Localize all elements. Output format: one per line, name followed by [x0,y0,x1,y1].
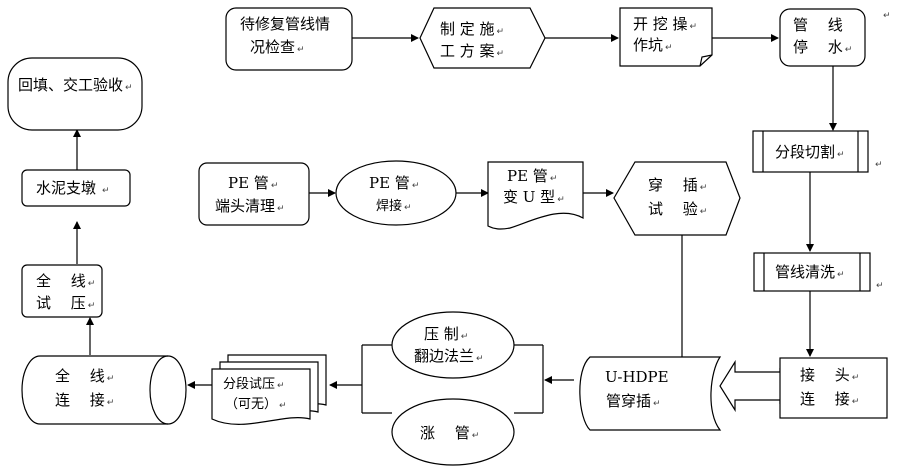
node-pe-u: PE 管↵ 变 U 型↵ [487,161,584,230]
node-cut: 分段切割↵ ↵ [752,130,883,173]
svg-text:↵: ↵ [875,160,883,170]
svg-text:PE 管↵: PE 管↵ [228,174,278,192]
svg-text:全 线↵: 全 线↵ [36,272,95,290]
svg-text:接 头↵: 接 头↵ [800,366,859,384]
svg-text:况检查↵: 况检查↵ [250,38,305,56]
svg-text:分段试压↵: 分段试压↵ [223,377,285,392]
svg-text:开 挖 操↵: 开 挖 操↵ [633,15,697,33]
node-expand: 涨 管↵ [391,398,515,466]
node-flange: 压 制↵ 翻边法兰↵ [391,311,515,379]
svg-text:压 制↵: 压 制↵ [424,325,468,343]
node-clean: 管线清洗↵ ↵ [753,252,884,292]
svg-text:翻边法兰↵: 翻边法兰↵ [414,347,484,365]
node-insert-test: 穿 插↵ 试 验↵ [613,161,741,236]
connectors [73,34,837,414]
node-joint: 接 头↵ 连 接↵ [779,357,888,419]
svg-text:管 线: 管 线 [793,16,843,34]
svg-text:穿 插↵: 穿 插↵ [648,176,707,194]
node-segment-test: 分段试压↵ （可无）↵ [211,354,327,425]
svg-text:焊接↵: 焊接↵ [376,198,412,214]
svg-text:作坑↵: 作坑↵ [633,36,673,54]
svg-text:管穿插↵: 管穿插↵ [606,392,661,410]
svg-text:工 方 案↵: 工 方 案↵ [440,42,504,60]
node-stop-water: 管 线 停 水↵ ↵ [779,8,891,67]
svg-text:涨 管↵: 涨 管↵ [420,424,479,442]
svg-text:制 定 施↵: 制 定 施↵ [440,20,504,38]
svg-text:试 压↵: 试 压↵ [36,294,95,312]
svg-text:端头清理↵: 端头清理↵ [215,197,285,215]
svg-text:水泥支墩↵: 水泥支墩↵ [36,179,110,197]
node-full-connect: 全 线↵ 连 接↵ [21,355,187,425]
svg-text:回填、交工验收↵: 回填、交工验收↵ [18,76,133,94]
node-backfill: 回填、交工验收↵ [7,57,143,131]
node-inspect: 待修复管线情 况检查↵ [225,7,353,71]
node-plan: 制 定 施↵ 工 方 案↵ [419,7,546,69]
node-pe-clean: PE 管↵ 端头清理↵ [198,162,310,226]
block-arrow [719,359,781,413]
svg-text:待修复管线情: 待修复管线情 [240,15,330,33]
node-pe-weld: PE 管↵ 焊接↵ [335,160,457,226]
svg-text:↵: ↵ [883,11,891,21]
node-excavate: 开 挖 操↵ 作坑↵ [619,7,713,67]
svg-text:变 U 型↵: 变 U 型↵ [503,188,565,206]
svg-text:试 验↵: 试 验↵ [648,200,707,218]
node-cement: 水泥支墩↵ [21,169,131,207]
svg-text:（可无）↵: （可无）↵ [225,397,287,412]
svg-text:全 线↵: 全 线↵ [55,367,114,385]
node-full-test: 全 线↵ 试 压↵ [21,264,103,318]
svg-text:连 接↵: 连 接↵ [55,391,114,409]
svg-text:管线清洗↵: 管线清洗↵ [775,263,845,281]
svg-text:分段切割↵: 分段切割↵ [775,143,845,161]
svg-text:↵: ↵ [876,281,884,291]
svg-text:连 接↵: 连 接↵ [800,390,859,408]
svg-text:PE 管↵: PE 管↵ [507,167,557,185]
svg-text:PE 管↵: PE 管↵ [369,174,419,192]
node-uhdpe: U-HDPE 管穿插↵ [579,356,722,431]
svg-text:停 水↵: 停 水↵ [793,38,852,56]
svg-text:U-HDPE: U-HDPE [605,368,669,386]
